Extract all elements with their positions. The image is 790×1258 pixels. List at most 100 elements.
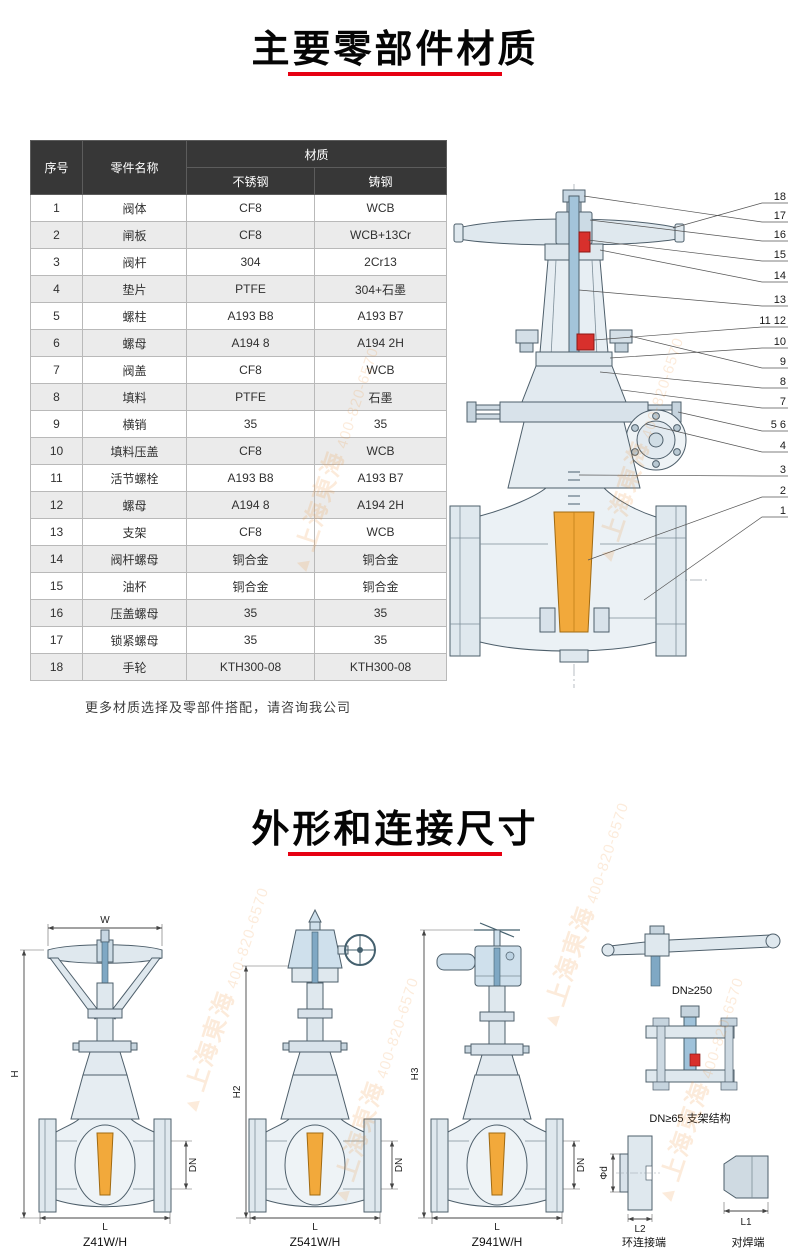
cell-cast: WCB	[313, 356, 448, 384]
cell-no: 7	[30, 356, 83, 384]
table-row: 9 横销 35 35	[30, 410, 448, 438]
cell-stainless: 铜合金	[186, 572, 315, 600]
table-row: 5 螺柱 A193 B8 A193 B7	[30, 302, 448, 330]
dim-phid-label: Φd	[599, 1166, 610, 1180]
cell-no: 3	[30, 248, 83, 276]
dim-w-label: W	[100, 915, 110, 926]
cell-stainless: 304	[186, 248, 315, 276]
cell-cast: WCB	[313, 518, 448, 546]
table-row: 6 螺母 A194 8 A194 2H	[30, 329, 448, 357]
cell-stainless: A194 8	[186, 491, 315, 519]
callout-number: 8	[780, 376, 786, 388]
section1-title: 主要零部件材质	[251, 29, 539, 71]
cell-part: 螺柱	[82, 302, 187, 330]
cell-cast: KTH300-08	[313, 653, 448, 681]
dim-h2-label: H2	[232, 1085, 243, 1098]
table-row: 2 闸板 CF8 WCB+13Cr	[30, 221, 448, 249]
cell-stainless: CF8	[186, 194, 315, 222]
dim-l-label: L	[312, 1222, 318, 1233]
callout-number: 16	[774, 229, 786, 241]
detail-lever-handle: DN≥250	[601, 925, 781, 997]
dim-l2-label: L2	[634, 1224, 646, 1235]
materials-note: 更多材质选择及零部件搭配，请咨询我公司	[85, 700, 352, 715]
cell-part: 油杯	[82, 572, 187, 600]
cell-no: 1	[30, 194, 83, 222]
table-row: 18 手轮 KTH300-08 KTH300-08	[30, 653, 448, 681]
cell-part: 阀杆螺母	[82, 545, 187, 573]
side-handwheel	[344, 934, 376, 966]
cell-stainless: CF8	[186, 356, 315, 384]
callout-leader-lines	[578, 195, 788, 601]
valve-z941: H3 DN L Z941W/H	[410, 922, 587, 1249]
model-label-z941: Z941W/H	[472, 1235, 523, 1249]
bonnet	[466, 365, 682, 423]
col-header-material: 材质	[185, 140, 448, 168]
materials-table-header: 序号 零件名称 材质 不锈钢 铸钢	[30, 140, 448, 195]
detail-handle-label: DN≥250	[672, 985, 712, 997]
cell-cast: A194 2H	[313, 491, 448, 519]
cell-cast: 35	[313, 599, 448, 627]
callout-number: 7	[780, 396, 786, 408]
callout-number: 11 12	[759, 315, 786, 327]
detail-bracket-structure: DN≥65 支架结构	[645, 1005, 738, 1125]
cell-cast: WCB+13Cr	[313, 221, 448, 249]
cell-stainless: 35	[186, 599, 315, 627]
table-row: 8 填料 PTFE 石墨	[30, 383, 448, 411]
col-header-stainless: 不锈钢	[186, 167, 315, 195]
gland-flange	[535, 351, 613, 367]
model-label-z41: Z41W/H	[83, 1235, 127, 1249]
cell-part: 填料压盖	[82, 437, 187, 465]
cell-part: 活节螺栓	[82, 464, 187, 492]
col-header-cast: 铸钢	[313, 167, 448, 195]
detail-weld-end-label: 对焊端	[732, 1235, 765, 1249]
table-row: 13 支架 CF8 WCB	[30, 518, 448, 546]
cell-no: 2	[30, 221, 83, 249]
table-row: 14 阀杆螺母 铜合金 铜合金	[30, 545, 448, 573]
callout-number: 13	[774, 294, 786, 306]
cell-no: 17	[30, 626, 83, 654]
cell-part: 阀盖	[82, 356, 187, 384]
callout-number: 2	[780, 485, 786, 497]
cell-part: 阀杆	[82, 248, 187, 276]
cell-cast: WCB	[313, 194, 448, 222]
callout-number: 10	[774, 336, 786, 348]
valve-z541: H2 DN L Z541W/H	[232, 908, 405, 1249]
detail-weld-end: L1 对焊端	[723, 1155, 769, 1249]
cell-stainless: A193 B8	[186, 302, 315, 330]
table-row: 4 垫片 PTFE 304+石墨	[30, 275, 448, 303]
col-header-no: 序号	[30, 140, 83, 195]
dimension-drawings: W H DN L Z41W/H H2 DN L Z	[0, 868, 790, 1258]
cell-no: 13	[30, 518, 83, 546]
callout-number: 4	[780, 440, 786, 452]
section1-title-underline	[288, 72, 502, 76]
model-label-z541: Z541W/H	[290, 1235, 341, 1249]
detail-bracket-label: DN≥65 支架结构	[649, 1111, 730, 1125]
cell-part: 闸板	[82, 221, 187, 249]
cell-no: 12	[30, 491, 83, 519]
cell-cast: 304+石墨	[313, 275, 448, 303]
cell-cast: A193 B7	[313, 464, 448, 492]
seat-rings	[539, 607, 610, 633]
table-row: 10 填料压盖 CF8 WCB	[30, 437, 448, 465]
cell-stainless: CF8	[186, 221, 315, 249]
cell-part: 压盖螺母	[82, 599, 187, 627]
cell-part: 阀体	[82, 194, 187, 222]
cell-no: 10	[30, 437, 83, 465]
cell-part: 支架	[82, 518, 187, 546]
stem-threads	[568, 471, 580, 505]
gate-wedge	[553, 511, 595, 633]
table-row: 3 阀杆 304 2Cr13	[30, 248, 448, 276]
cell-cast: 铜合金	[313, 572, 448, 600]
callout-number: 15	[774, 249, 786, 261]
table-row: 7 阀盖 CF8 WCB	[30, 356, 448, 384]
table-row: 16 压盖螺母 35 35	[30, 599, 448, 627]
cell-no: 9	[30, 410, 83, 438]
cell-cast: WCB	[313, 437, 448, 465]
dim-l-label: L	[494, 1222, 500, 1233]
valve-cross-section-diagram: 18 17 16 15 14 13 11 12 10 9 8 7 5 6 4 3…	[448, 140, 790, 700]
cell-cast: 2Cr13	[313, 248, 448, 276]
materials-table: 序号 零件名称 材质 不锈钢 铸钢 1 阀体 CF8 WCB 2 闸板 CF8 …	[30, 140, 448, 681]
cell-part: 垫片	[82, 275, 187, 303]
table-row: 1 阀体 CF8 WCB	[30, 194, 448, 222]
dim-h-label: H	[10, 1070, 21, 1077]
